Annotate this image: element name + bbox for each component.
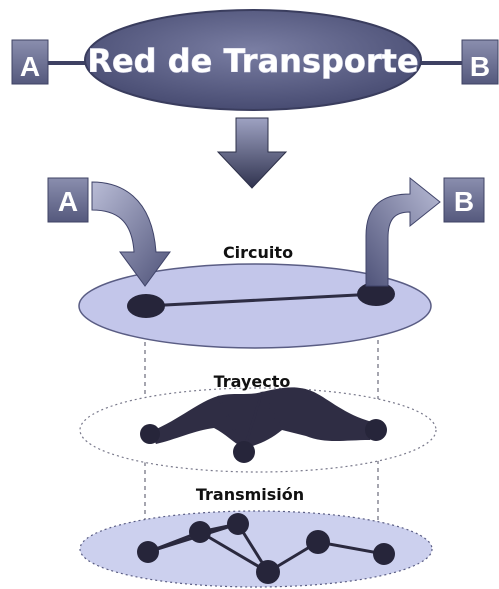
- banner-node-b-label: B: [470, 51, 490, 82]
- circuit-node-start: [127, 294, 165, 318]
- network-title: Red de Transporte: [87, 42, 418, 80]
- down-arrow-icon: [216, 117, 288, 189]
- banner-node-a: A: [11, 39, 49, 85]
- circuit-plane: [78, 263, 432, 349]
- circuit-node-b-box: [443, 177, 485, 223]
- path-label: Trayecto: [214, 372, 291, 391]
- transmission-node-1: [137, 541, 159, 563]
- circuit-link: [145, 292, 377, 308]
- banner-node-b-box: [461, 39, 499, 85]
- circuit-endpoint-b: B: [443, 177, 485, 223]
- exit-curved-arrow-icon: [365, 176, 441, 287]
- circuit-node-end: [357, 282, 395, 306]
- transmission-node-3: [227, 513, 249, 535]
- circuit-endpoint-a: A: [47, 177, 89, 223]
- banner-node-b: B: [461, 39, 499, 85]
- path-node-right: [365, 419, 387, 441]
- network-ellipse: [84, 9, 422, 111]
- transmission-node-2: [189, 521, 211, 543]
- transmission-node-6: [373, 543, 395, 565]
- circuit-node-a-label: A: [58, 186, 78, 217]
- banner-node-a-box: [11, 39, 49, 85]
- transmission-node-5: [306, 530, 330, 554]
- circuit-label: Circuito: [223, 243, 293, 262]
- circuit-node-b-label: B: [454, 186, 474, 217]
- transmission-layer: Transmisión: [79, 485, 433, 588]
- entry-curved-arrow-icon: [91, 181, 171, 287]
- path-layer: Trayecto: [79, 372, 437, 473]
- path-node-bottom: [233, 441, 255, 463]
- transmission-label: Transmisión: [196, 485, 304, 504]
- circuit-node-a-box: [47, 177, 89, 223]
- path-mesh-lines: [216, 391, 284, 451]
- network-banner: Red de Transporte A B: [11, 9, 499, 111]
- transmission-node-4: [256, 560, 280, 584]
- circuit-layer: Circuito: [78, 243, 432, 349]
- path-node-left: [140, 424, 160, 444]
- transmission-plane: [79, 510, 433, 588]
- path-network-shape: [150, 387, 380, 448]
- banner-node-a-label: A: [20, 51, 40, 82]
